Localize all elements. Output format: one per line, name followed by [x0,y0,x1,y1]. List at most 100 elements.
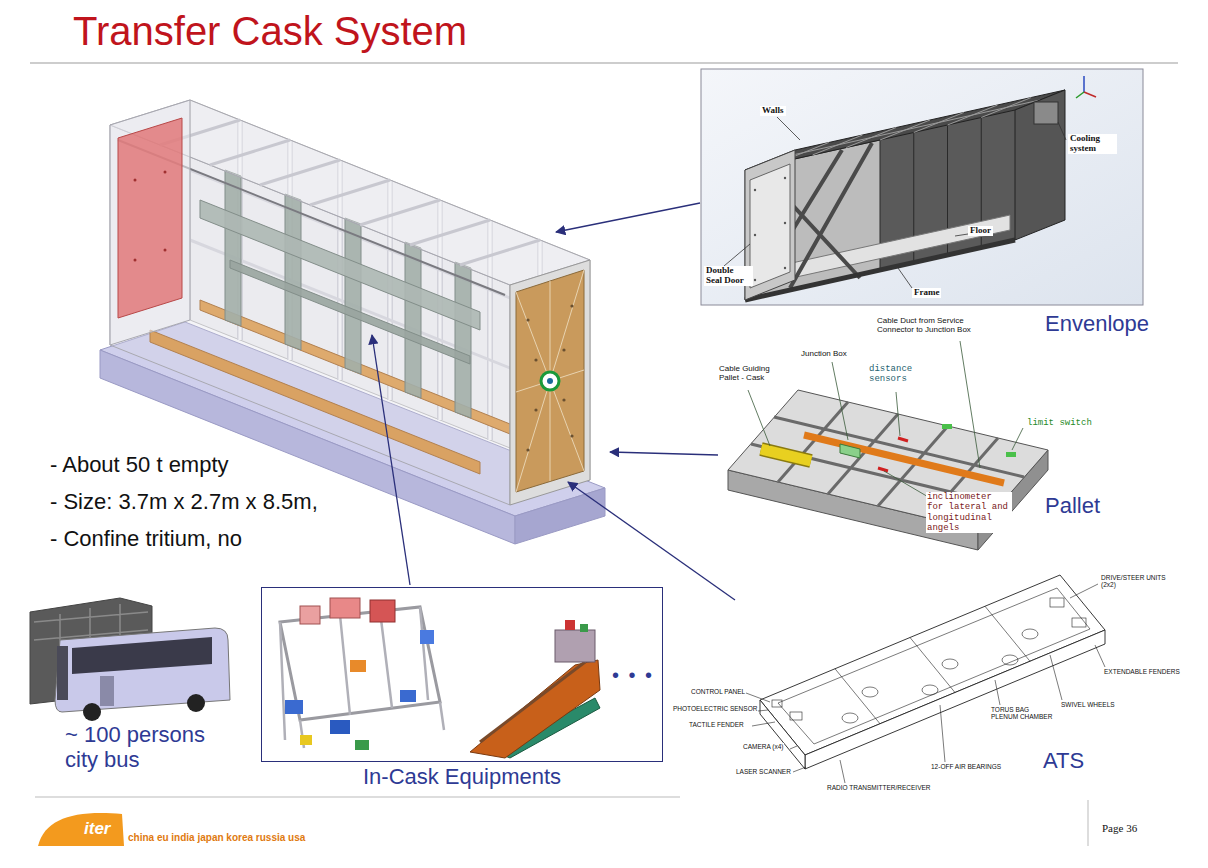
ats-illustration [842,713,858,723]
cask-illustration [100,100,605,544]
pallet-illustration [761,449,811,461]
pointer-arrows [556,203,700,232]
ats-illustration [1050,598,1064,607]
part-label: Walls [760,106,786,116]
envelope-illustration [784,267,786,269]
footer-graphics [35,797,680,798]
in-cask-equipment-illustration [555,630,595,662]
envelope-illustration [1076,92,1084,98]
city-bus-illustration [57,646,68,700]
part-label: Floor [968,226,993,236]
in-cask-equipment-illustration [280,607,440,720]
part-label: Double Seal Door [704,266,753,286]
title-rule [30,62,1178,64]
envelope-illustration [1015,90,1065,240]
in-cask-equipment-illustration [420,630,434,644]
cask-double-seal-door [526,448,529,451]
cask-double-seal-door [516,270,584,492]
in-cask-equipment-illustration [400,690,416,702]
envelope-illustration [1084,92,1096,97]
part-label: Cooling system [1068,134,1117,154]
in-cask-equipment-illustration [565,620,575,630]
city-bus-illustration [55,628,230,712]
ats-illustration [922,685,938,695]
envelope-illustration [754,234,756,236]
pointer-arrows [568,482,735,600]
part-label: Cable Guiding Pallet - Cask [718,364,782,382]
in-cask-equipment-illustration [350,660,366,672]
city-bus-illustration [30,598,230,721]
part-label: PHOTOELECTRIC SENSOR [672,705,758,712]
part-label: LASER SCANNER [735,768,792,775]
part-label: Junction Box [800,349,848,358]
ats-illustration [942,659,958,669]
in-cask-equipment-illustration [480,662,585,742]
envelope-illustration [701,69,1143,305]
part-label: inclinometer for lateral and longitudina… [926,492,1012,533]
ellipsis-mark: • • • [612,664,654,687]
envelope-illustration [754,189,756,191]
city-bus-illustration [72,637,212,674]
part-label: Cable Duct from Service Connector to Jun… [876,316,990,334]
in-cask-equipment-illustration [280,598,600,758]
slide-title: Transfer Cask System [73,9,467,54]
ats-illustration [790,712,802,720]
cask-double-seal-door [570,304,573,307]
cask-double-seal-door [534,358,537,361]
ats-illustration [772,700,782,707]
cask-rear-door [134,179,137,182]
cask-rear-door [110,100,190,345]
pallet-illustration [1006,452,1016,457]
equipment-box: In-Cask Equipments [261,587,663,762]
cask-double-seal-door [510,260,590,505]
pallet-illustration [748,341,1023,498]
part-label: SWIVEL WHEELS [1060,701,1116,708]
bullet-text: - Size: 3.7m x 2.7m x 8.5m, [50,489,318,514]
bullet-text: - Confine tritium, no [50,526,242,551]
envelope-illustration [724,117,1066,288]
panel-heading: Envenlope [1045,311,1149,336]
cask-double-seal-door [516,270,584,492]
city-bus-illustration [187,694,205,712]
in-cask-equipment-illustration [330,598,360,618]
footer-graphics [38,813,124,846]
cask-double-seal-door [541,372,559,390]
cask-double-seal-door [534,408,537,411]
pallet-illustration [761,449,811,461]
footer-graphics [35,797,1088,846]
pointer-arrows [372,335,410,585]
part-label: TORUS BAG PLENUM CHAMBER [990,706,1058,721]
part-label: limit switch [1026,418,1093,428]
page-number: Page 36 [1102,822,1137,835]
envelope-illustration [784,177,786,179]
city-bus-illustration [83,703,101,721]
panel-heading: Pallet [1045,493,1100,518]
in-cask-equipment-illustration [280,607,444,748]
envelope-illustration [701,69,1143,305]
cask-rear-door [164,249,167,252]
part-label: TACTILE FENDER [688,721,745,728]
part-label: EXTENDABLE FENDERS [1103,668,1181,675]
in-cask-equipment-illustration [470,660,600,758]
part-label: distance sensors [868,364,920,385]
ats-illustration [862,687,878,697]
ats-illustration [1022,629,1038,639]
in-cask-equipment-illustration [330,720,350,734]
envelope-illustration [1083,76,1085,92]
in-cask-equipment-illustration [580,624,588,632]
cask-double-seal-door [526,318,529,321]
logo-text: iter [84,819,110,839]
part-label: 12-OFF AIR BEARINGS [930,763,1002,770]
ats-illustration [1072,618,1086,627]
in-cask-equipment-illustration [355,740,369,750]
pointer-arrows [610,452,718,455]
comparison-caption: ~ 100 persons city bus [65,722,235,773]
pallet-illustration [878,438,908,471]
city-bus-illustration [100,676,114,706]
pointer-arrows [372,203,735,600]
pallet-illustration [840,444,860,458]
in-cask-equipment-illustration [285,700,303,714]
cask-double-seal-door [570,434,573,437]
